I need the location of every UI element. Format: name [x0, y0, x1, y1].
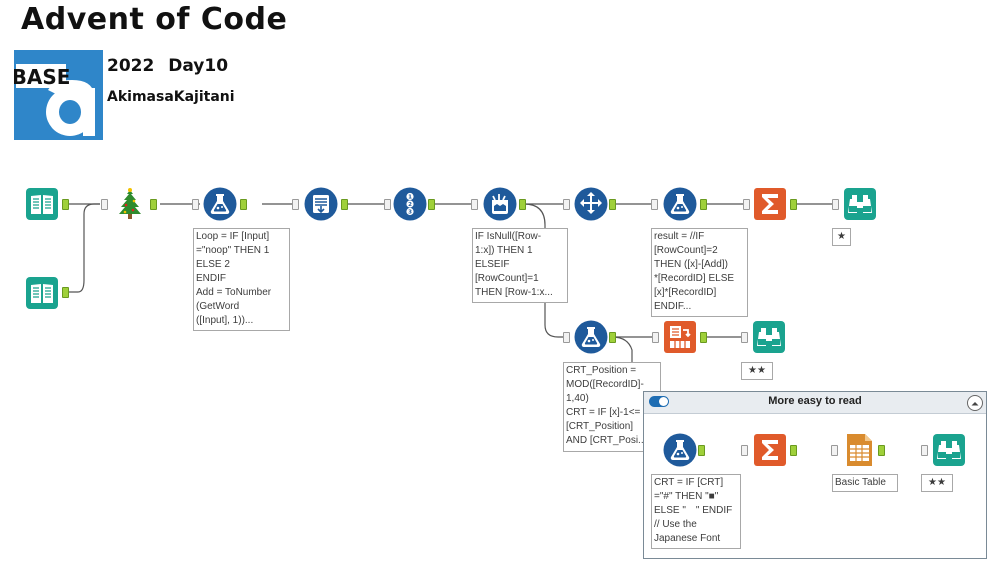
- output-anchor[interactable]: [240, 199, 247, 210]
- multi-row-formula-tool[interactable]: [483, 187, 517, 221]
- browse-tool-3[interactable]: [932, 433, 966, 467]
- annotation-browse-3: ★★: [921, 474, 953, 492]
- input-anchor[interactable]: [651, 199, 658, 210]
- summarize-tool-2[interactable]: [753, 433, 787, 467]
- book-icon: [26, 277, 58, 309]
- chevron-up-icon: [971, 402, 979, 406]
- sigma-icon: [754, 188, 786, 220]
- formula-tool-1[interactable]: [203, 187, 237, 221]
- page-subtitle: 2022 Day10: [107, 56, 229, 76]
- input-anchor[interactable]: [832, 199, 839, 210]
- container-header[interactable]: More easy to read: [644, 392, 986, 414]
- output-anchor[interactable]: [341, 199, 348, 210]
- formula-flask-icon: [664, 434, 697, 467]
- input-anchor[interactable]: [101, 199, 108, 210]
- binoculars-icon: [933, 434, 965, 466]
- book-icon: [26, 188, 58, 220]
- input-anchor[interactable]: [831, 445, 838, 456]
- output-anchor[interactable]: [62, 287, 69, 298]
- input-anchor[interactable]: [743, 199, 750, 210]
- input-anchor[interactable]: [652, 332, 659, 343]
- logo-text: BASE: [14, 65, 70, 89]
- output-anchor[interactable]: [700, 199, 707, 210]
- output-anchor[interactable]: [519, 199, 526, 210]
- toggle-knob: [659, 397, 668, 406]
- base-logo: BASE: [12, 50, 103, 140]
- text-to-columns-icon: [305, 188, 338, 221]
- browse-tool-1[interactable]: [843, 187, 877, 221]
- output-anchor[interactable]: [609, 199, 616, 210]
- author-name: AkimasaKajitani: [107, 89, 235, 105]
- input-anchor[interactable]: [292, 199, 299, 210]
- select-tool[interactable]: [574, 187, 608, 221]
- cross-tab-tool[interactable]: [663, 320, 697, 354]
- multi-row-formula-icon: [484, 188, 517, 221]
- basic-table-tool[interactable]: [842, 433, 876, 467]
- record-id-tool[interactable]: [393, 187, 427, 221]
- record-id-icon: [394, 188, 427, 221]
- input-anchor[interactable]: [471, 199, 478, 210]
- input-anchor[interactable]: [741, 332, 748, 343]
- formula-tool-4[interactable]: [663, 433, 697, 467]
- input-anchor[interactable]: [921, 445, 928, 456]
- summarize-tool-1[interactable]: [753, 187, 787, 221]
- output-anchor[interactable]: [698, 445, 705, 456]
- text-to-columns-tool[interactable]: [304, 187, 338, 221]
- christmas-tree-icon: [119, 188, 141, 219]
- annotation-browse-1: ★: [832, 228, 851, 246]
- select-arrows-icon: [575, 188, 608, 221]
- container-title: More easy to read: [768, 395, 862, 407]
- page-title: Advent of Code: [21, 2, 288, 37]
- formula-tool-3[interactable]: [574, 320, 608, 354]
- annotation-multi-row-formula: IF IsNull([Row- 1:x]) THEN 1 ELSEIF [Row…: [472, 228, 568, 303]
- annotation-browse-2: ★★: [741, 362, 773, 380]
- output-anchor[interactable]: [790, 199, 797, 210]
- container-toggle[interactable]: [649, 396, 669, 407]
- browse-tool-2[interactable]: [752, 320, 786, 354]
- cross-tab-icon: [664, 321, 696, 353]
- input-anchor[interactable]: [563, 332, 570, 343]
- formula-flask-icon: [664, 188, 697, 221]
- binoculars-icon: [753, 321, 785, 353]
- formula-flask-icon: [204, 188, 237, 221]
- input-data-tool-2[interactable]: [25, 276, 59, 310]
- output-anchor[interactable]: [700, 332, 707, 343]
- christmas-tree-tool[interactable]: [113, 187, 147, 221]
- binoculars-icon: [844, 188, 876, 220]
- annotation-formula-1: Loop = IF [Input] ="noop" THEN 1 ELSE 2 …: [193, 228, 290, 331]
- basic-table-icon: [847, 434, 872, 466]
- annotation-formula-4: CRT = IF [CRT] ="#" THEN "■" ELSE " " EN…: [651, 474, 741, 549]
- output-anchor[interactable]: [428, 199, 435, 210]
- input-anchor[interactable]: [384, 199, 391, 210]
- output-anchor[interactable]: [790, 445, 797, 456]
- input-data-tool-1[interactable]: [25, 187, 59, 221]
- annotation-basic-table: Basic Table: [832, 474, 898, 492]
- input-anchor[interactable]: [741, 445, 748, 456]
- output-anchor[interactable]: [62, 199, 69, 210]
- output-anchor[interactable]: [878, 445, 885, 456]
- sigma-icon: [754, 434, 786, 466]
- input-anchor[interactable]: [563, 199, 570, 210]
- collapse-button[interactable]: [967, 395, 983, 411]
- annotation-formula-2: result = //IF [RowCount]=2 THEN ([x]-[Ad…: [651, 228, 748, 317]
- output-anchor[interactable]: [609, 332, 616, 343]
- input-anchor[interactable]: [192, 199, 199, 210]
- formula-flask-icon: [575, 321, 608, 354]
- formula-tool-2[interactable]: [663, 187, 697, 221]
- output-anchor[interactable]: [150, 199, 157, 210]
